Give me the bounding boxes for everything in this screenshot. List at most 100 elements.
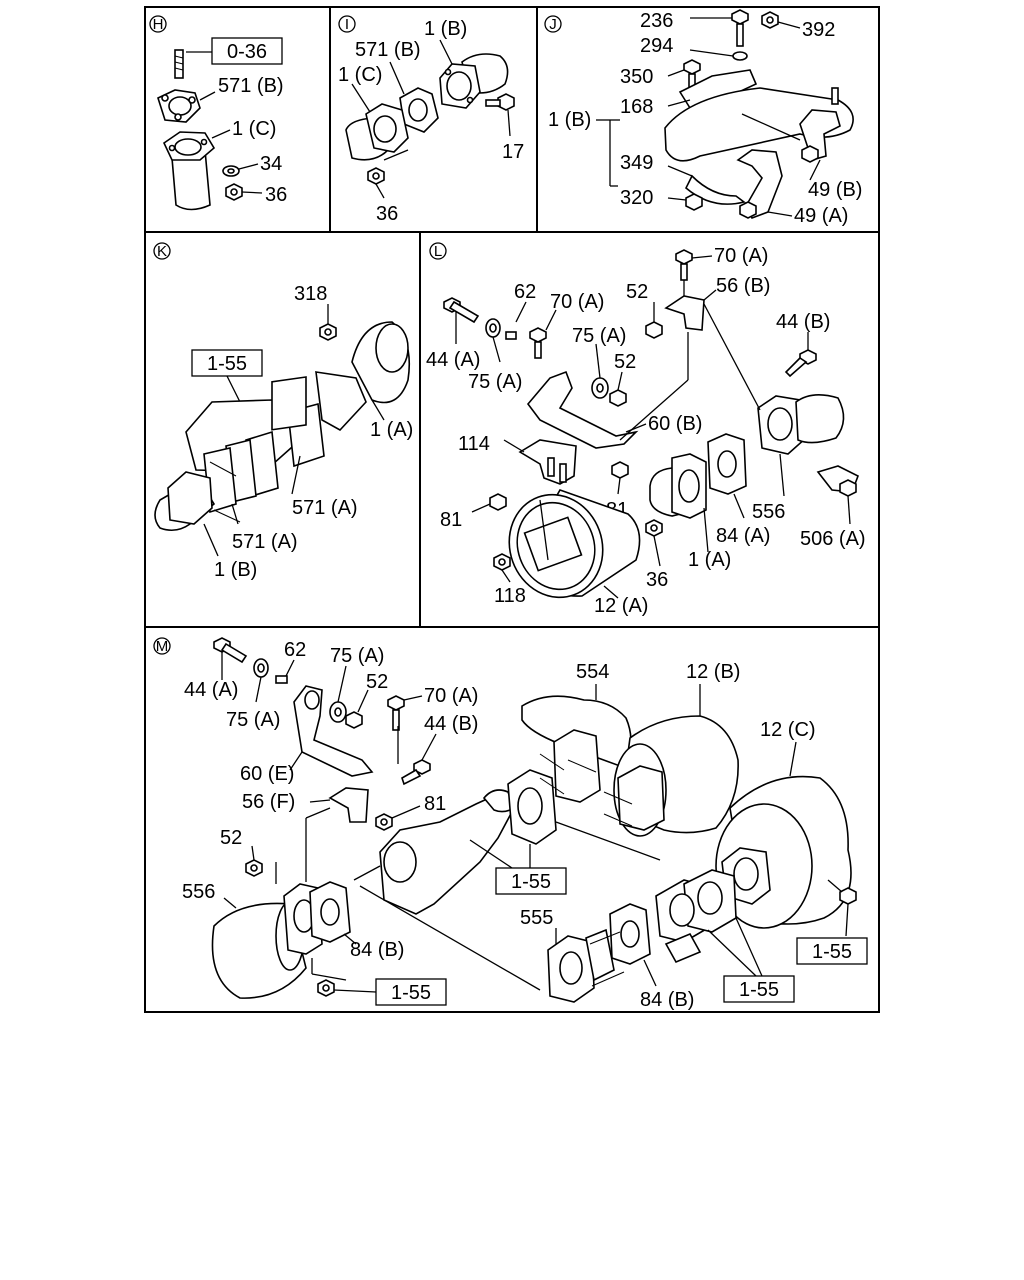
panel-l-marker: L xyxy=(434,243,442,260)
muffler-556-m-part xyxy=(211,883,323,999)
label-1b-k: 1 (B) xyxy=(214,559,257,581)
label-52-m1: 52 xyxy=(366,671,388,693)
bolt-70a-m-part xyxy=(387,695,405,731)
panel-k-marker: K xyxy=(157,243,167,260)
bolt-70a-top-part xyxy=(675,249,693,281)
label-52a: 52 xyxy=(626,281,648,303)
label-84b-1: 84 (B) xyxy=(350,939,404,961)
label-70a-2: 70 (A) xyxy=(550,291,604,313)
label-60e: 60 (E) xyxy=(240,763,294,785)
nut-81a-part xyxy=(489,493,507,511)
pipe-555-part xyxy=(547,928,625,1003)
label-506a: 506 (A) xyxy=(800,528,866,550)
pipe-1b-k-part xyxy=(154,461,241,532)
label-320: 320 xyxy=(620,187,653,209)
label-62-m: 62 xyxy=(284,639,306,661)
panel-k: K 1-55 318 1 (A) 571 (A) xyxy=(153,242,413,581)
pipe-1b-part xyxy=(439,53,509,109)
label-571a-1: 571 (A) xyxy=(292,497,358,519)
label-571a-2: 571 (A) xyxy=(232,531,298,553)
pipe-1c-part xyxy=(162,131,216,211)
nut-52b-part xyxy=(609,389,627,407)
label-1b-j: 1 (B) xyxy=(548,109,591,131)
panel-k-ref-box xyxy=(191,349,263,377)
label-52-m2: 52 xyxy=(220,827,242,849)
bolt-17-part xyxy=(485,93,515,111)
pin-62-l-part xyxy=(505,331,517,340)
label-556-l: 556 xyxy=(752,501,785,523)
label-75a-1: 75 (A) xyxy=(468,371,522,393)
label-571b: 571 (B) xyxy=(218,75,284,97)
label-81-m: 81 xyxy=(424,793,446,815)
label-114: 114 xyxy=(458,433,490,455)
label-62-l: 62 xyxy=(514,281,536,303)
muffler-12c-part xyxy=(715,775,852,929)
bracket-49a-part xyxy=(736,149,783,220)
panel-k-ref-text: 1-55 xyxy=(207,353,247,375)
stud-bolt-part xyxy=(174,49,184,79)
panel-m-ref-box-4 xyxy=(375,978,447,1006)
label-56b: 56 (B) xyxy=(716,275,770,297)
label-349: 349 xyxy=(620,152,653,174)
label-56f: 56 (F) xyxy=(242,791,295,813)
label-36: 36 xyxy=(265,184,287,206)
label-12b: 12 (B) xyxy=(686,661,740,683)
label-75a-m1: 75 (A) xyxy=(330,645,384,667)
nut-320-part xyxy=(685,193,703,211)
pipe-1b-j-part xyxy=(664,87,854,162)
label-12a: 12 (A) xyxy=(594,595,648,617)
label-52b: 52 xyxy=(614,351,636,373)
label-75a-2: 75 (A) xyxy=(572,325,626,347)
bolt-236-part xyxy=(731,9,749,47)
nut-52-m1-part xyxy=(345,711,363,729)
panel-m-ref-box-2 xyxy=(796,937,868,965)
label-44b-m: 44 (B) xyxy=(424,713,478,735)
label-294: 294 xyxy=(640,35,673,57)
label-12c: 12 (C) xyxy=(760,719,816,741)
washer-294-part xyxy=(732,51,748,61)
label-70a-1: 70 (A) xyxy=(714,245,768,267)
pin-62-m-part xyxy=(275,675,288,684)
panel-h: H 0-36 571 (B) 1 (C) xyxy=(149,15,287,211)
label-236: 236 xyxy=(640,10,673,32)
diagram-frame xyxy=(144,6,880,1013)
bolt-44a-l-part xyxy=(443,297,480,324)
panel-m-marker: M xyxy=(156,638,169,655)
panel-m: M 44 (A) 75 (A) 62 60 (E) 75 (A) 52 xyxy=(153,637,868,1011)
bolt-44b-l-part xyxy=(784,349,817,378)
panel-m-ref-text-3: 1-55 xyxy=(739,979,779,1001)
label-44a-m: 44 (A) xyxy=(184,679,238,701)
nut-52a-part xyxy=(645,321,663,339)
label-44b-l: 44 (B) xyxy=(776,311,830,333)
panel-i-marker: I xyxy=(345,16,349,33)
label-49a: 49 (A) xyxy=(794,205,848,227)
bracket-56f-part xyxy=(328,787,369,823)
bolt-70a-mid-part xyxy=(529,327,547,359)
label-44a-l: 44 (A) xyxy=(426,349,480,371)
muffler-12b-part xyxy=(603,715,739,837)
label-84b-2: 84 (B) xyxy=(640,989,694,1011)
panel-i: I 1 (B) 571 (B) 1 (C) 17 xyxy=(338,15,524,225)
panel-j-marker: J xyxy=(549,16,557,33)
label-60b: 60 (B) xyxy=(648,413,702,435)
panel-h-marker: H xyxy=(153,16,164,33)
label-84a: 84 (A) xyxy=(716,525,770,547)
label-318: 318 xyxy=(294,283,327,305)
panel-h-ref-text: 0-36 xyxy=(227,41,267,63)
label-34: 34 xyxy=(260,153,282,175)
label-1a-k: 1 (A) xyxy=(370,419,413,441)
label-392: 392 xyxy=(802,19,835,41)
gasket-571b-part xyxy=(157,89,201,123)
bracket-60b-part xyxy=(526,370,639,449)
panel-l: L 70 (A) 56 (B) 52 44 (A) 75 (A) 62 xyxy=(426,242,866,617)
manifold-m-part xyxy=(379,789,516,915)
label-1a-l: 1 (A) xyxy=(688,549,731,571)
panel-m-ref-text-1: 1-55 xyxy=(511,871,551,893)
bolt-44a-m-part xyxy=(213,637,248,664)
label-554: 554 xyxy=(576,661,609,683)
label-556-m: 556 xyxy=(182,881,215,903)
panel-h-ref-box xyxy=(211,37,283,65)
label-350: 350 xyxy=(620,66,653,88)
label-168: 168 xyxy=(620,96,653,118)
label-1b-i: 1 (B) xyxy=(424,18,467,40)
